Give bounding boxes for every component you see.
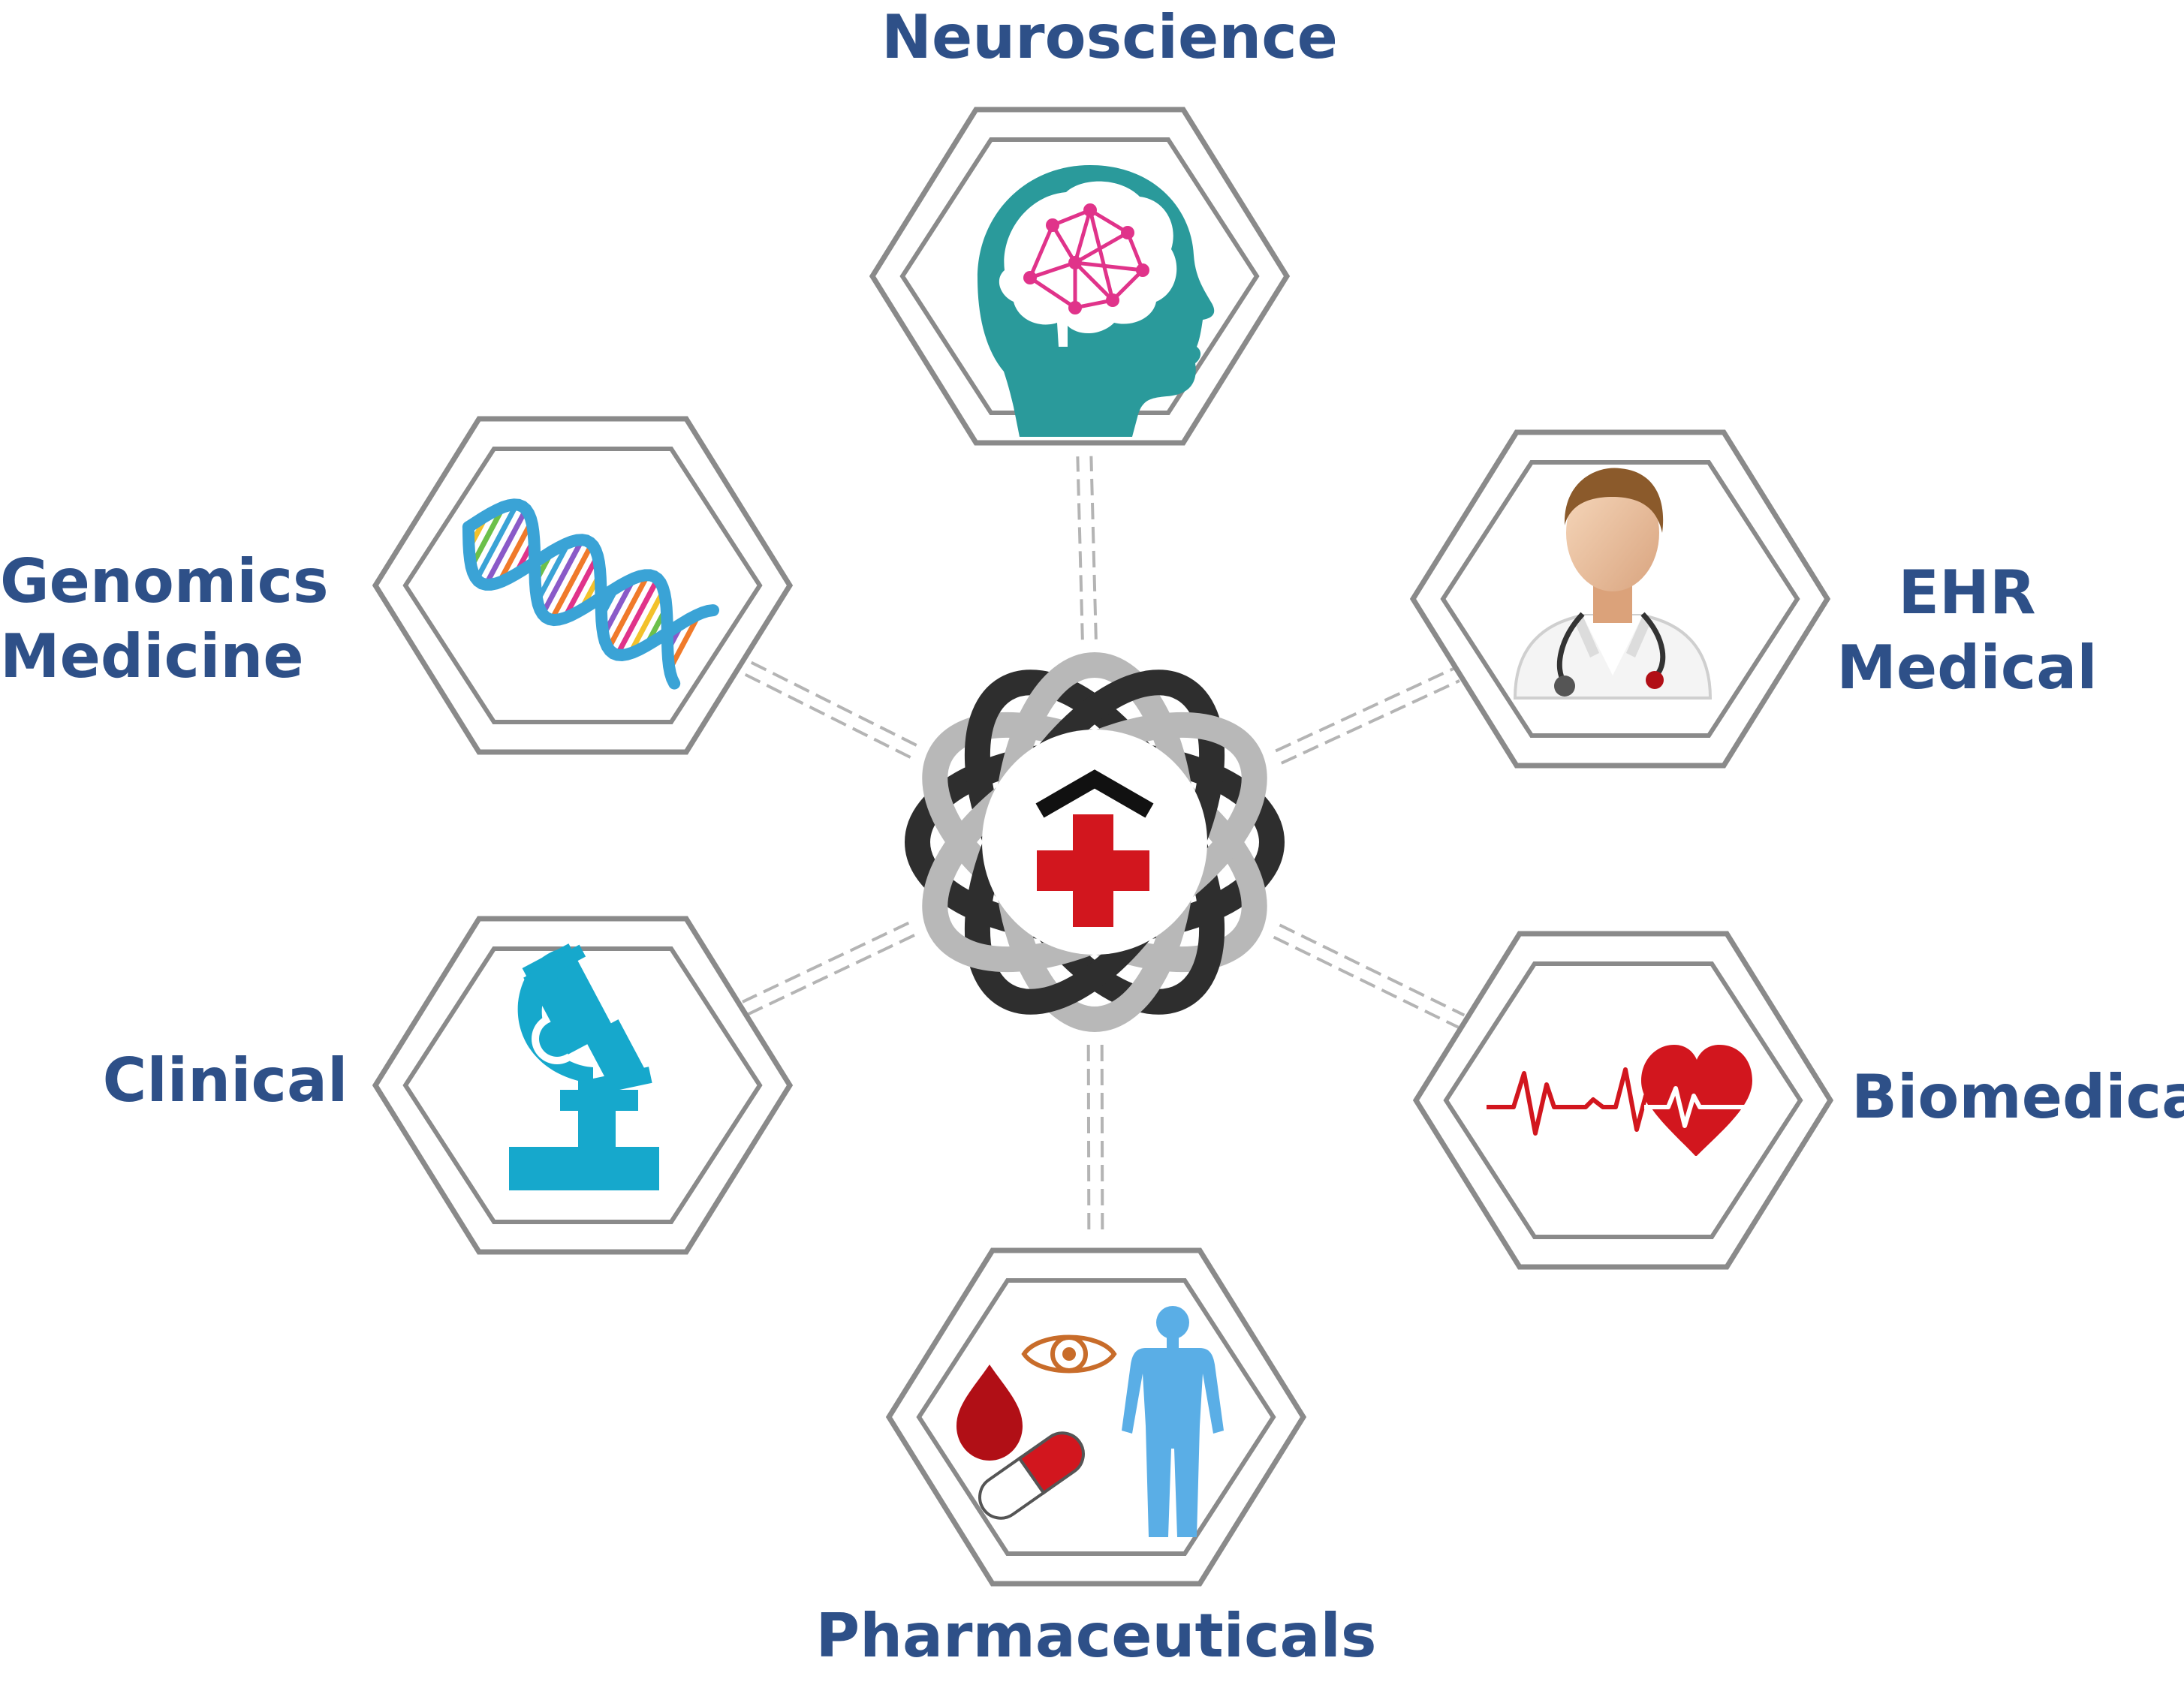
dna-rung [549, 543, 595, 621]
hexagon-inner-ehr-medical [1440, 460, 1800, 738]
dna-rung [483, 508, 529, 586]
human-body-icon [1122, 1306, 1224, 1537]
hexagon-inner-biomedical [1443, 961, 1803, 1239]
hexagon-inner-pharmaceuticals [916, 1278, 1276, 1556]
hexagon-inner-clinical [402, 946, 763, 1224]
dna-rung [601, 576, 637, 637]
dna-rung [496, 520, 535, 584]
brain-head-icon [978, 165, 1215, 437]
dna-rung [540, 538, 585, 615]
dna-rung [667, 612, 702, 671]
label-line-genomics-medicine-0: Genomics [0, 546, 329, 616]
hexagon-inner-genomics-medicine [402, 447, 763, 724]
label-line-biomedical-0: Biomedical [1851, 1062, 2184, 1132]
label-line-ehr-medical-1: Medical [1836, 633, 2098, 703]
label-line-pharmaceuticals-0: Pharmaceuticals [815, 1601, 1377, 1671]
connector-line-genomics-medicine [740, 670, 911, 759]
connector-line-biomedical [1273, 935, 1460, 1029]
dna-rung [615, 577, 661, 657]
blood-drop-icon [956, 1365, 1023, 1461]
label-clinical: Clinical [83, 1043, 368, 1118]
label-line-clinical-0: Clinical [102, 1046, 348, 1115]
hexagon-outer-biomedical [1412, 931, 1834, 1270]
connector-line-neuroscience [1089, 456, 1098, 639]
label-biomedical: Biomedical [1851, 1060, 2184, 1135]
label-line-neuroscience-0: Neuroscience [881, 2, 1338, 72]
connectors [740, 456, 1466, 1238]
connector-line-clinical [747, 934, 915, 1016]
dna-rung [474, 503, 519, 581]
label-line-ehr-medical-0: EHR [1898, 558, 2036, 627]
connector-line-ehr-medical [1280, 679, 1460, 765]
hexagon-pharmaceuticals [885, 1247, 1307, 1587]
connector-line-neuroscience [1076, 456, 1084, 640]
doctor-icon [1513, 468, 1713, 700]
connector-line-ehr-medical [1275, 666, 1455, 753]
dna-rung [562, 554, 601, 620]
connector-line-clinical [742, 921, 910, 1003]
dna-rung [535, 541, 571, 603]
pharma-icon [956, 1306, 1224, 1537]
center-hub [905, 652, 1285, 1032]
dna-helix-icon [462, 498, 720, 690]
connector-line-pharmaceuticals [1100, 1044, 1104, 1237]
medical-cross-home-icon [1035, 769, 1154, 927]
microscope-icon [509, 943, 659, 1190]
eye-icon [1021, 1334, 1117, 1374]
label-neuroscience: Neuroscience [881, 0, 1338, 75]
label-line-genomics-medicine-1: Medicine [0, 621, 304, 691]
hexagon-biomedical [1412, 931, 1834, 1270]
pill-icon [978, 1431, 1085, 1520]
dna-rung [468, 506, 506, 568]
heartbeat-icon [1487, 1045, 1752, 1156]
dna-rung [606, 573, 650, 650]
label-pharmaceuticals: Pharmaceuticals [803, 1599, 1389, 1674]
dna-rung [628, 588, 667, 655]
hexagon-inner-neuroscience [899, 137, 1260, 415]
hexagon-outer-pharmaceuticals [885, 1247, 1307, 1587]
connector-line-genomics-medicine [746, 658, 917, 747]
connector-line-biomedical [1279, 923, 1466, 1017]
